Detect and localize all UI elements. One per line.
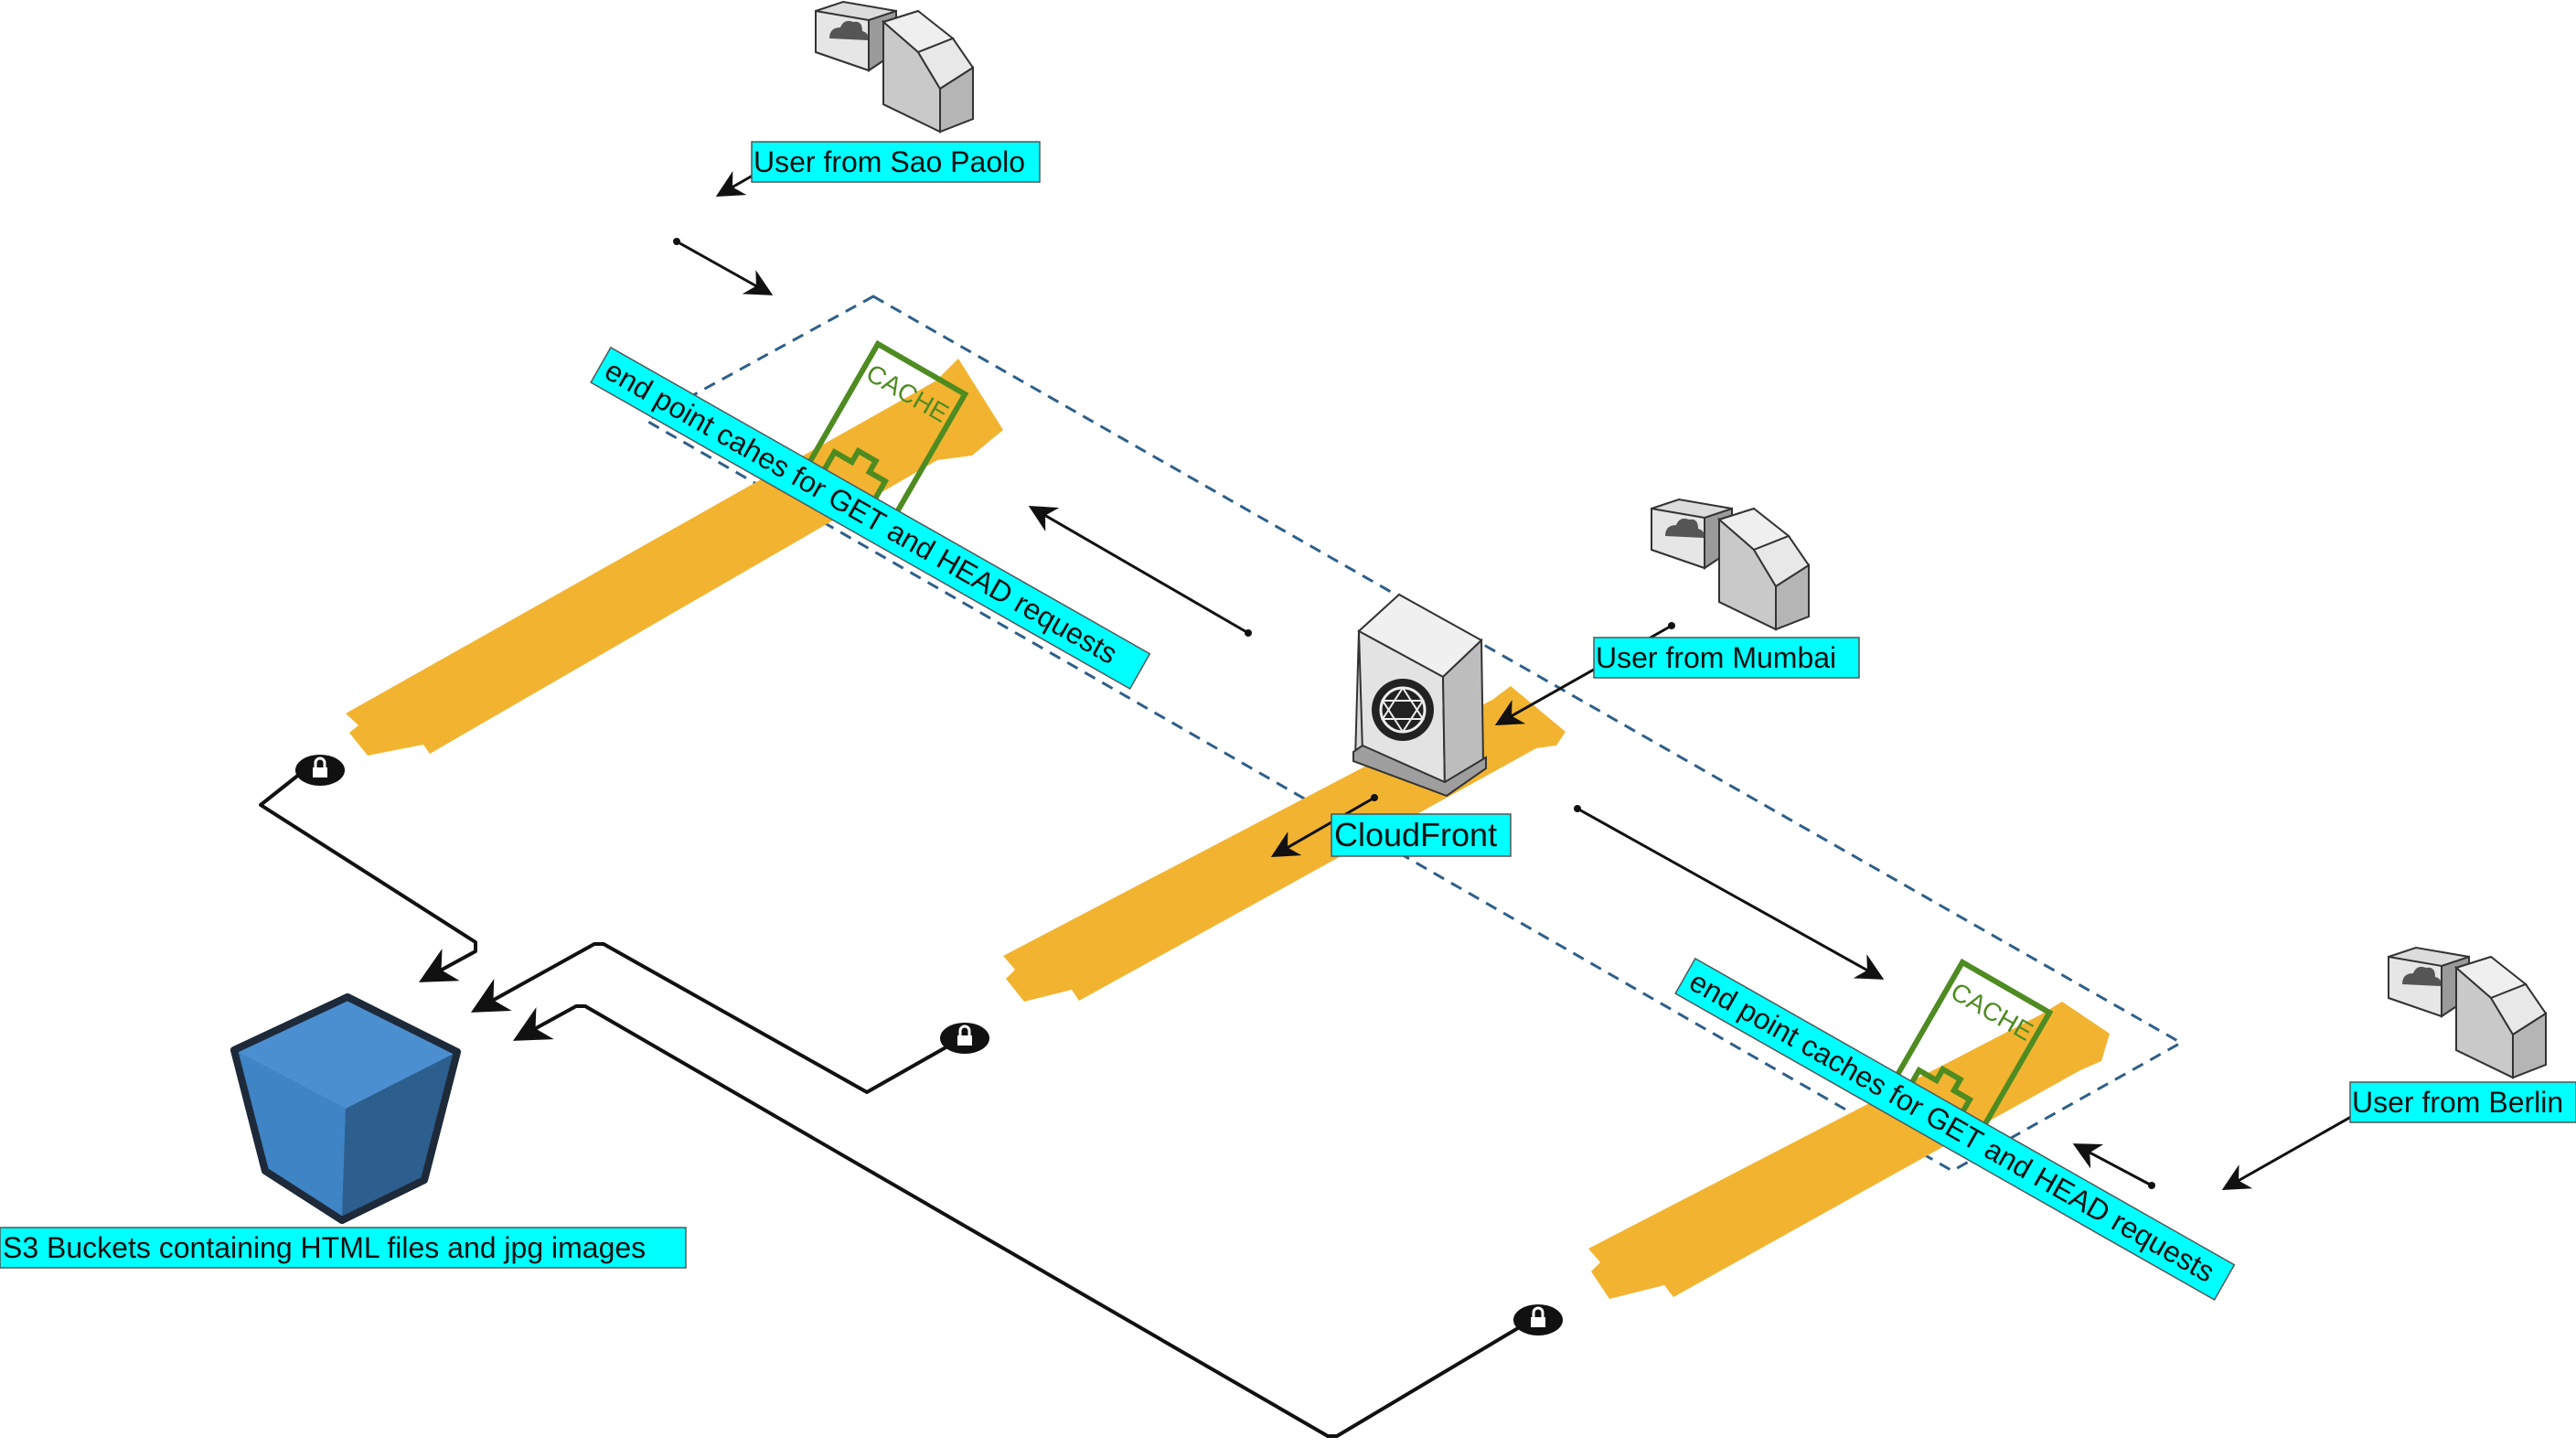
- connector-top-to-s3: [259, 768, 477, 982]
- flow-arrow-top: [346, 359, 1003, 756]
- label-user-berlin-text: User from Berlin: [2352, 1086, 2563, 1119]
- cloudfront-server-icon: [1352, 593, 1487, 798]
- lock-icon-bottom: [1512, 1303, 1565, 1337]
- s3-bucket-icon: [230, 993, 461, 1224]
- request-arrow-sao-paolo-2: [676, 240, 774, 295]
- cache-label-bottom: CACHE: [1946, 977, 2037, 1046]
- label-user-berlin: User from Berlin: [2349, 1081, 2576, 1123]
- label-user-sao-paolo: User from Sao Paolo: [751, 141, 1041, 183]
- client-device-icon-sao-paolo: [815, 1, 974, 133]
- request-arrow-to-top-edge: [1028, 505, 1249, 635]
- client-device-icon-berlin: [2388, 947, 2547, 1078]
- endpoint-label-top-text: end point cahes for GET and HEAD request…: [600, 353, 1124, 670]
- request-arrow-cloudfront-out: [1270, 796, 1375, 857]
- label-cloudfront-text: CloudFront: [1334, 816, 1497, 853]
- lock-icon-top: [294, 753, 347, 788]
- request-arrow-berlin-2: [2072, 1143, 2153, 1187]
- label-cloudfront: CloudFront: [1331, 813, 1512, 857]
- connector-bottom-to-s3: [512, 1004, 1538, 1438]
- request-arrow-to-bottom-edge: [1577, 807, 1885, 980]
- flow-arrow-bottom: [1588, 1002, 2110, 1299]
- label-s3-buckets-text: S3 Buckets containing HTML files and jpg…: [3, 1231, 646, 1264]
- connector-middle-to-s3: [471, 942, 963, 1094]
- label-s3-buckets: S3 Buckets containing HTML files and jpg…: [0, 1227, 687, 1269]
- label-user-mumbai: User from Mumbai: [1593, 637, 1860, 679]
- label-user-sao-paolo-text: User from Sao Paolo: [754, 145, 1025, 178]
- lock-icon-middle: [938, 1021, 991, 1056]
- client-device-icon-mumbai: [1651, 499, 1810, 630]
- endpoint-label-top: end point cahes for GET and HEAD request…: [590, 346, 1151, 691]
- label-user-mumbai-text: User from Mumbai: [1596, 641, 1836, 674]
